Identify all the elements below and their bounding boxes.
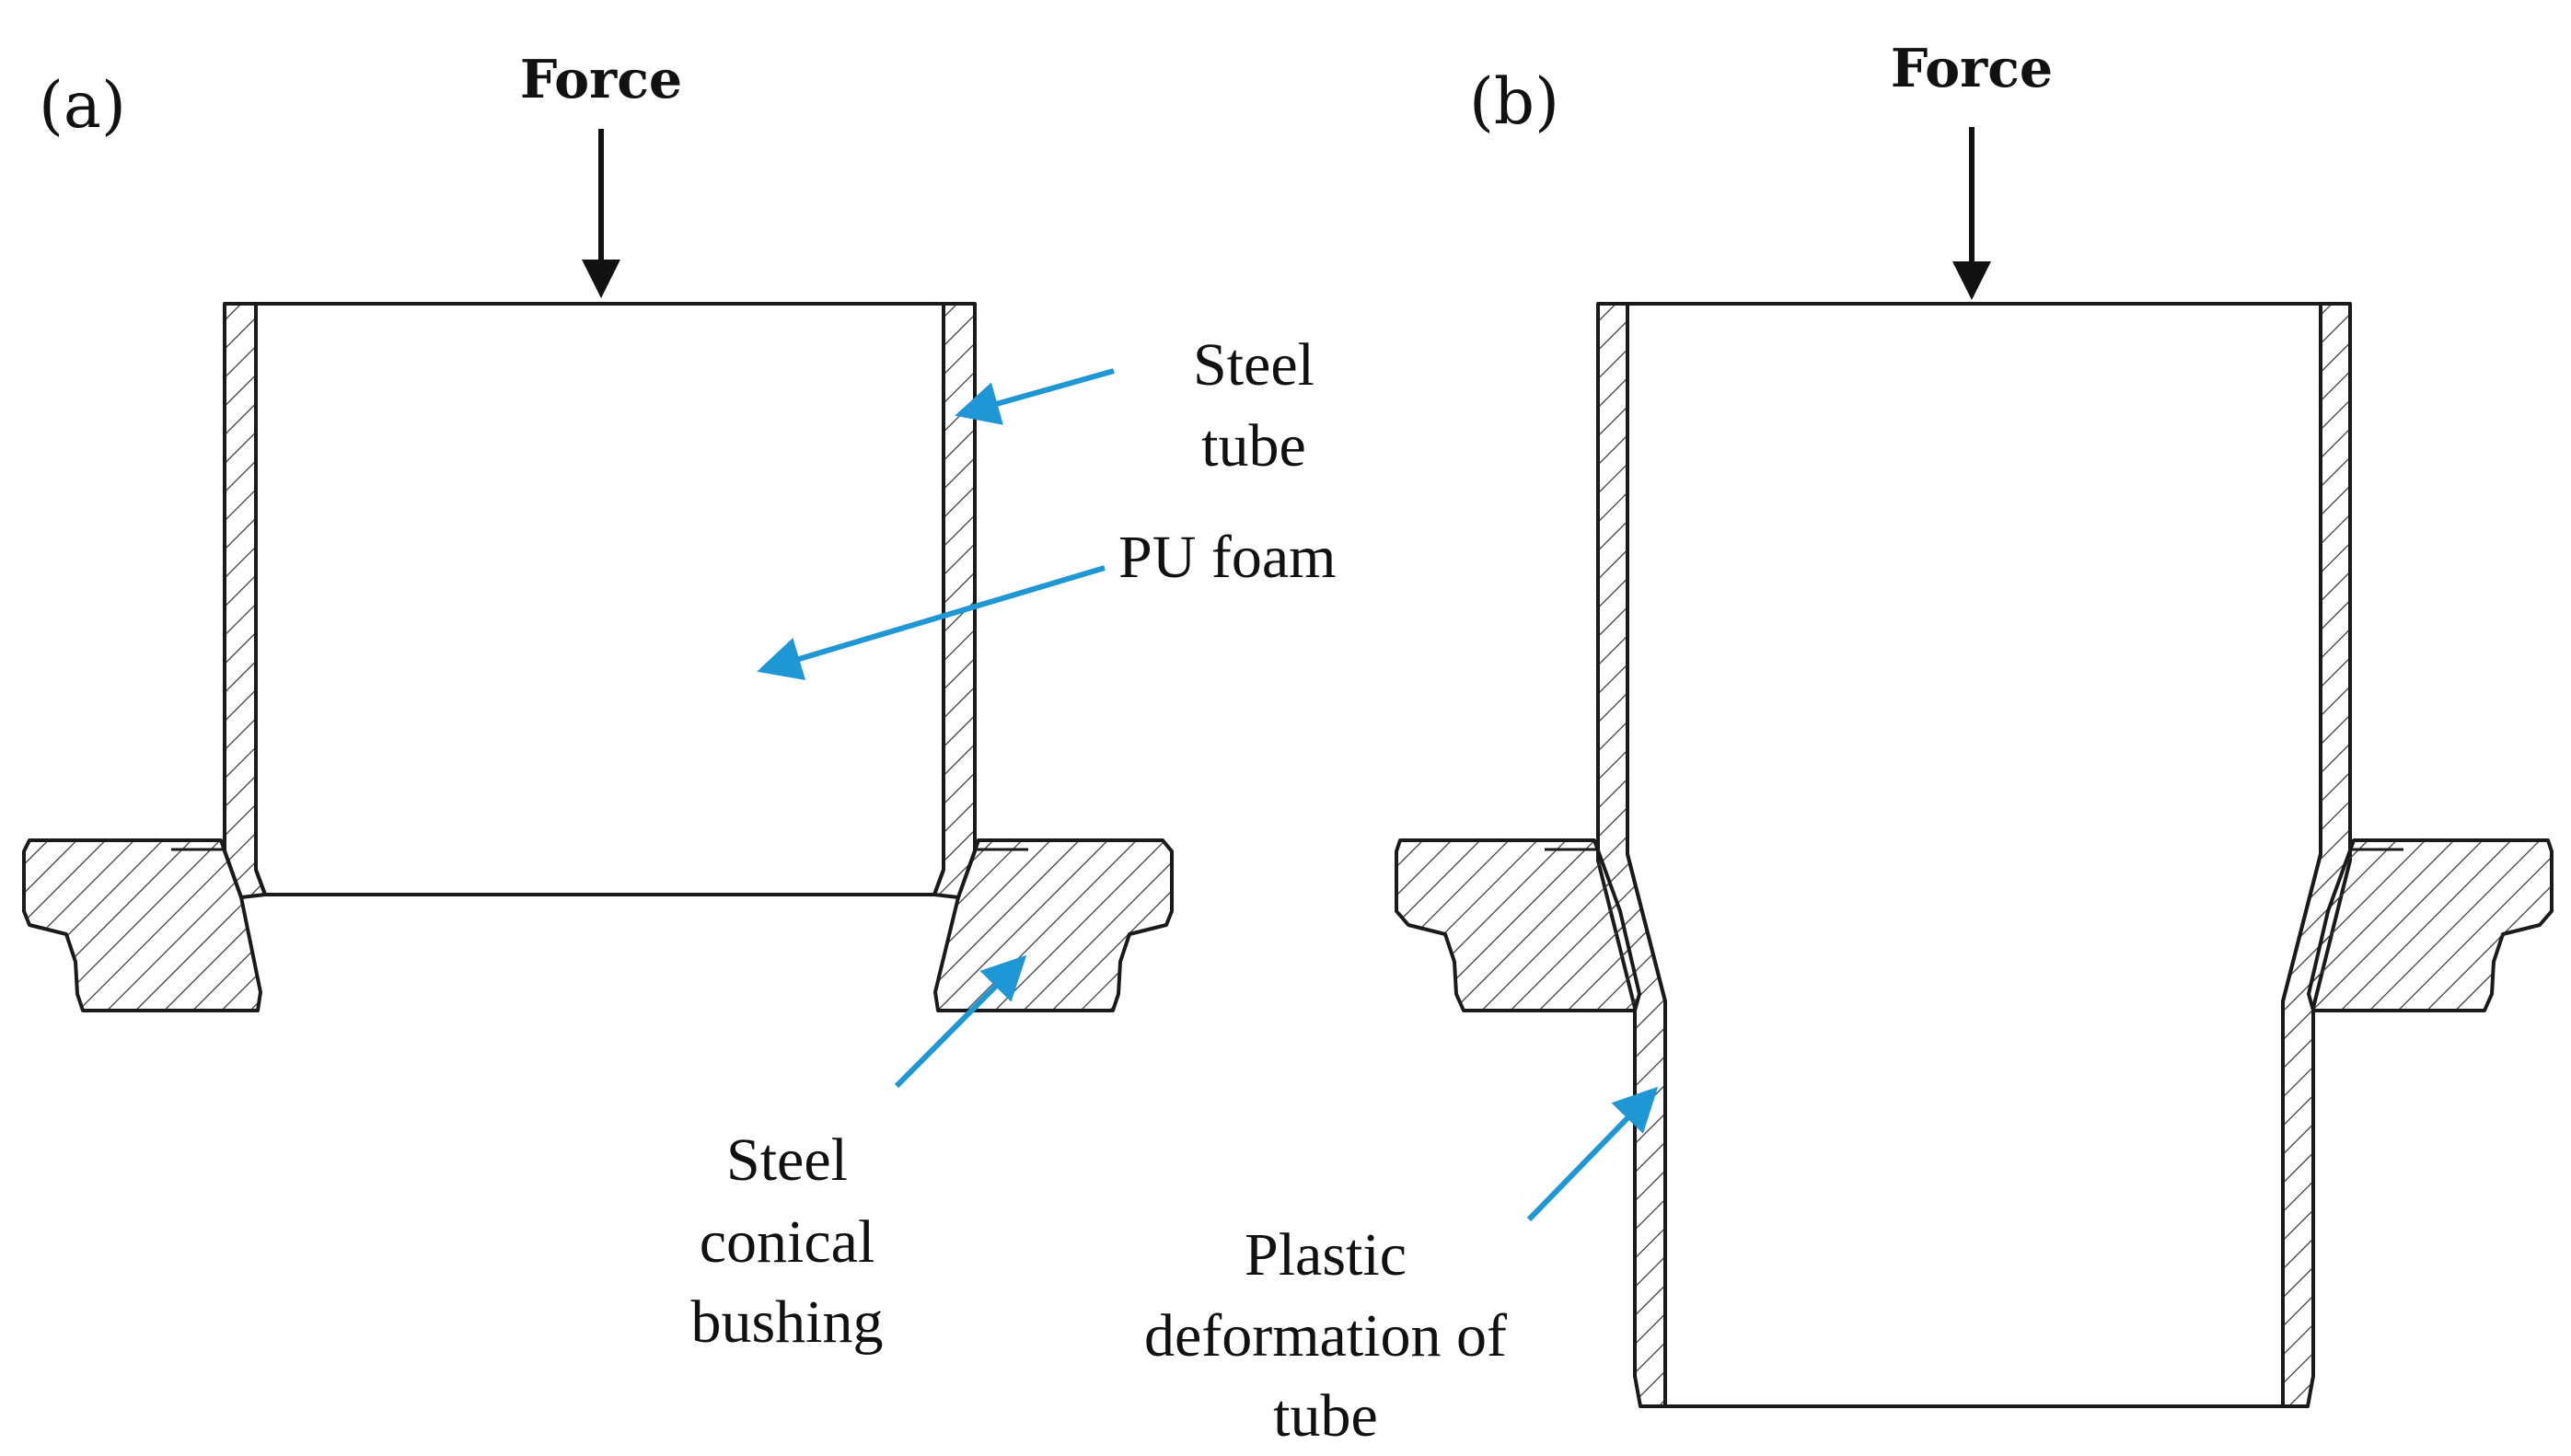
panel-b-deformation-arrow xyxy=(1526,1086,1659,1222)
panel-a-pu-foam-label: PU foam xyxy=(1118,524,1336,591)
panel-a-bushing-arrow xyxy=(894,954,1027,1089)
panel-a: (a) Force Steel tube PU foam Steel conic… xyxy=(22,49,1336,1356)
panel-a-steel-tube-line2: tube xyxy=(1201,412,1306,480)
panel-b-bushing-left xyxy=(1395,838,1641,1012)
panel-a-tube-wall-right xyxy=(932,302,977,899)
panel-a-tube-wall-left xyxy=(223,302,267,899)
panel-b-bushing-right xyxy=(2307,838,2554,1012)
panel-b-deformation-line1: Plastic xyxy=(1245,1221,1407,1288)
panel-a-steel-tube-line1: Steel xyxy=(1193,331,1314,399)
panel-a-force-label: Force xyxy=(520,49,682,110)
panel-b-deformation-line3: tube xyxy=(1273,1382,1378,1450)
panel-a-pu-foam xyxy=(254,302,945,896)
panel-b-pu-foam xyxy=(1626,302,2322,1408)
panel-a-pu-foam-arrow xyxy=(757,565,1106,680)
panel-b-deformation-line2: deformation of xyxy=(1144,1302,1507,1369)
panel-a-bushing-line2: conical xyxy=(700,1208,875,1276)
panel-b-label: (b) xyxy=(1469,65,1559,139)
panel-b-force-label: Force xyxy=(1891,38,2053,99)
panel-b-tube-wall-right xyxy=(2281,302,2352,1408)
panel-a-label: (a) xyxy=(39,69,126,143)
panel-a-bushing-line1: Steel xyxy=(726,1127,848,1194)
panel-a-bushing-line3: bushing xyxy=(690,1288,883,1356)
panel-b-tube-wall-left xyxy=(1596,302,1667,1408)
panel-a-bushing-left xyxy=(22,838,262,1012)
panel-a-steel-tube-arrow xyxy=(955,368,1115,425)
panel-b: (b) Force Plastic deformation of tube xyxy=(1144,38,2554,1450)
panel-a-bushing-right xyxy=(933,838,1174,1012)
